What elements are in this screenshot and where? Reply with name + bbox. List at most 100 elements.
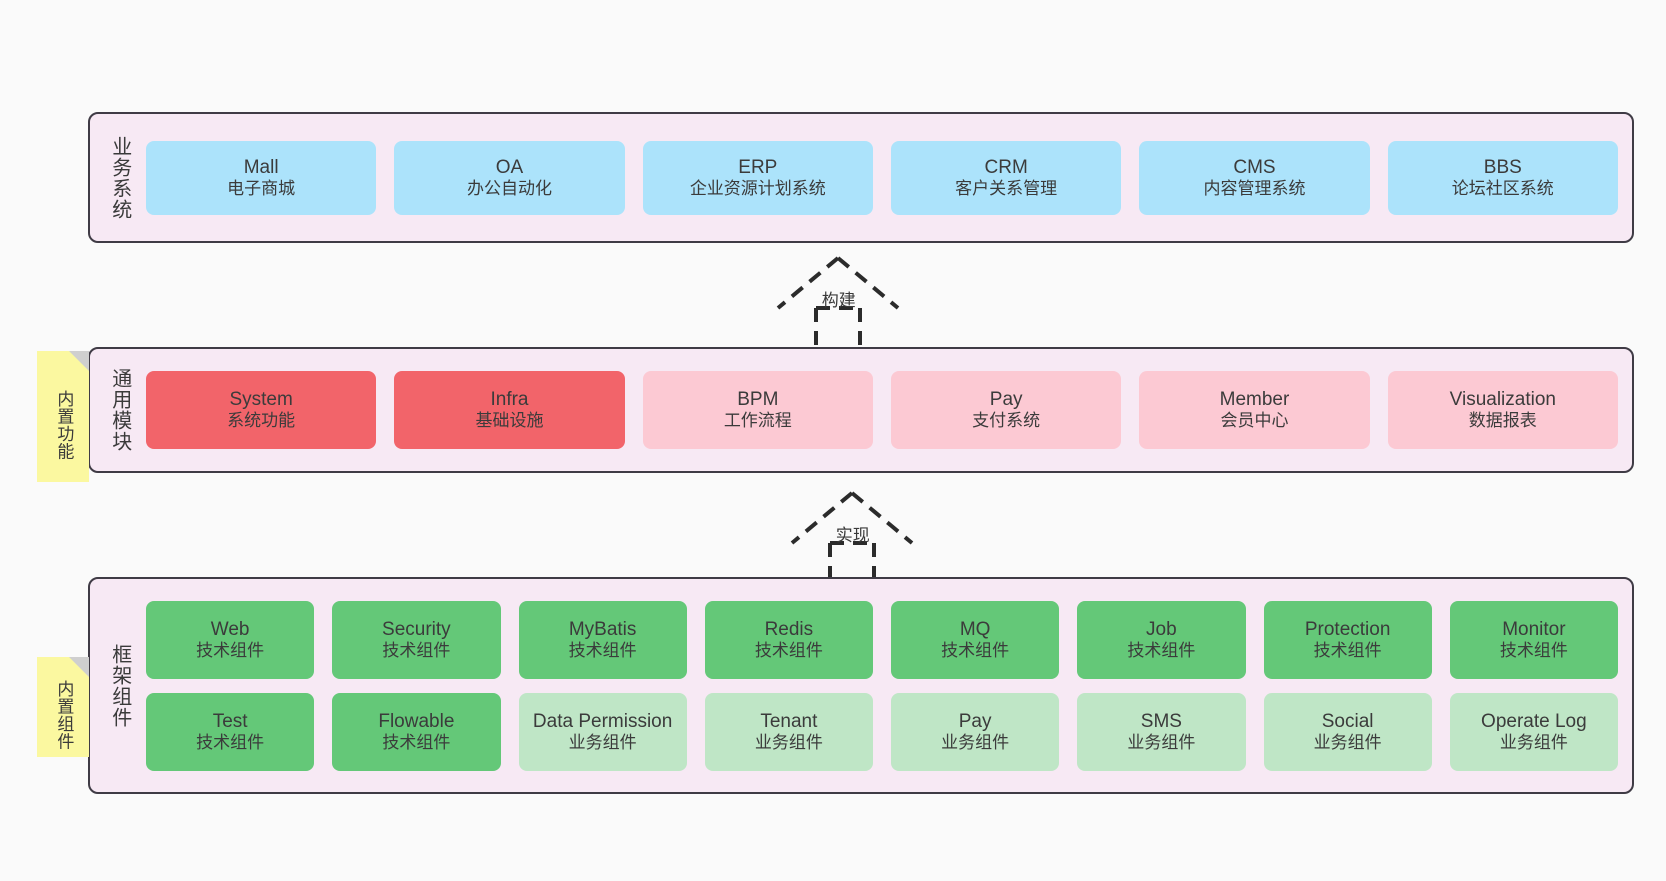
card-cms[interactable]: CMS 内容管理系统	[1139, 140, 1370, 215]
card-test[interactable]: Test 技术组件	[146, 692, 315, 771]
card-oa[interactable]: OA 办公自动化	[394, 140, 625, 215]
card-subtitle: 论坛社区系统	[1451, 178, 1554, 198]
card-title: Pay	[989, 389, 1023, 411]
card-infra[interactable]: Infra 基础设施	[394, 371, 625, 449]
card-monitor[interactable]: Monitor 技术组件	[1449, 600, 1618, 679]
card-protection[interactable]: Protection 技术组件	[1263, 600, 1432, 679]
card-subtitle: 业务组件	[941, 732, 1010, 752]
sticky-note-builtin-components[interactable]: 内置组件	[37, 657, 89, 757]
card-system[interactable]: System 系统功能	[146, 371, 377, 449]
card-subtitle: 支付系统	[972, 411, 1041, 431]
card-subtitle: 技术组件	[941, 640, 1010, 660]
card-title: CRM	[984, 156, 1028, 178]
folded-corner-icon	[69, 657, 89, 677]
card-title: OA	[495, 156, 524, 178]
card-subtitle: 业务组件	[1313, 732, 1382, 752]
card-subtitle: 内容管理系统	[1203, 178, 1306, 198]
card-job[interactable]: Job 技术组件	[1077, 600, 1246, 679]
card-subtitle: 电子商城	[227, 178, 296, 198]
card-title: Test	[212, 710, 248, 732]
card-subtitle: 系统功能	[227, 411, 296, 431]
sticky-note-label: 内置组件	[54, 680, 74, 750]
layer-framework-components: 框架组件 Web 技术组件 Security 技术组件 MyBatis 技术组件…	[88, 577, 1634, 794]
card-title: Pay	[958, 710, 992, 732]
card-subtitle: 技术组件	[568, 640, 637, 660]
card-pay-component[interactable]: Pay 业务组件	[891, 692, 1060, 771]
card-subtitle: 技术组件	[382, 640, 451, 660]
sticky-note-builtin-functions[interactable]: 内置功能	[37, 351, 89, 482]
card-title: MyBatis	[568, 618, 637, 640]
layer-title-business: 业务系统	[108, 135, 131, 220]
arrow-build-icon	[776, 256, 900, 348]
card-title: Visualization	[1449, 389, 1556, 411]
card-subtitle: 技术组件	[1127, 640, 1196, 660]
card-security[interactable]: Security 技术组件	[332, 600, 501, 679]
arrow-implement: 实现	[762, 487, 942, 583]
card-flowable[interactable]: Flowable 技术组件	[332, 692, 501, 771]
card-subtitle: 技术组件	[754, 640, 823, 660]
card-erp[interactable]: ERP 企业资源计划系统	[642, 140, 873, 215]
card-title: Security	[382, 618, 451, 640]
card-bpm[interactable]: BPM 工作流程	[642, 371, 873, 449]
card-title: BPM	[737, 389, 779, 411]
card-mall[interactable]: Mall 电子商城	[146, 140, 377, 215]
card-tenant[interactable]: Tenant 业务组件	[704, 692, 873, 771]
card-title: Flowable	[378, 710, 455, 732]
card-title: Tenant	[760, 710, 818, 732]
card-title: Redis	[764, 618, 814, 640]
card-subtitle: 工作流程	[723, 411, 792, 431]
card-bbs[interactable]: BBS 论坛社区系统	[1387, 140, 1618, 215]
card-sms[interactable]: SMS 业务组件	[1077, 692, 1246, 771]
card-subtitle: 企业资源计划系统	[689, 178, 826, 198]
card-subtitle: 会员中心	[1220, 411, 1289, 431]
card-visualization[interactable]: Visualization 数据报表	[1387, 371, 1618, 449]
card-title: Data Permission	[532, 710, 673, 732]
sticky-note-label: 内置功能	[54, 389, 74, 460]
layer-title-modules: 通用模块	[108, 368, 131, 452]
card-social[interactable]: Social 业务组件	[1263, 692, 1432, 771]
card-subtitle: 技术组件	[382, 732, 451, 752]
arrow-build-label: 构建	[821, 291, 856, 310]
layer-common-modules: 通用模块 System 系统功能 Infra 基础设施 BPM 工作流程 Pay…	[88, 347, 1634, 473]
card-redis[interactable]: Redis 技术组件	[704, 600, 873, 679]
card-data-permission[interactable]: Data Permission 业务组件	[518, 692, 687, 771]
card-subtitle: 业务组件	[1499, 732, 1568, 752]
card-operate-log[interactable]: Operate Log 业务组件	[1449, 692, 1618, 771]
layer-body-business: Mall 电子商城 OA 办公自动化 ERP 企业资源计划系统 CRM 客户关系…	[146, 114, 1632, 241]
card-mybatis[interactable]: MyBatis 技术组件	[518, 600, 687, 679]
card-member[interactable]: Member 会员中心	[1139, 371, 1370, 449]
card-mq[interactable]: MQ 技术组件	[891, 600, 1060, 679]
card-title: Member	[1219, 389, 1290, 411]
card-subtitle: 业务组件	[568, 732, 637, 752]
layer-body-framework: Web 技术组件 Security 技术组件 MyBatis 技术组件 Redi…	[146, 579, 1632, 792]
card-subtitle: 业务组件	[754, 732, 823, 752]
card-title: Operate Log	[1481, 710, 1587, 732]
folded-corner-icon	[69, 351, 89, 371]
card-pay-module[interactable]: Pay 支付系统	[890, 371, 1122, 449]
card-web[interactable]: Web 技术组件	[146, 600, 315, 679]
card-crm[interactable]: CRM 客户关系管理	[890, 140, 1122, 215]
card-title: Mall	[243, 156, 279, 178]
card-subtitle: 技术组件	[1313, 640, 1382, 660]
card-title: Job	[1146, 618, 1177, 640]
card-row: System 系统功能 Infra 基础设施 BPM 工作流程 Pay 支付系统…	[146, 371, 1618, 449]
card-title: ERP	[738, 156, 778, 178]
card-row: Mall 电子商城 OA 办公自动化 ERP 企业资源计划系统 CRM 客户关系…	[146, 140, 1618, 215]
arrow-implement-label: 实现	[835, 526, 870, 545]
card-subtitle: 业务组件	[1127, 732, 1196, 752]
layer-body-modules: System 系统功能 Infra 基础设施 BPM 工作流程 Pay 支付系统…	[146, 349, 1632, 471]
card-title: Web	[210, 618, 250, 640]
card-title: Protection	[1304, 618, 1391, 640]
arrow-implement-icon	[790, 491, 914, 583]
card-row: Test 技术组件 Flowable 技术组件 Data Permission …	[146, 692, 1618, 771]
card-subtitle: 办公自动化	[466, 178, 552, 198]
card-title: CMS	[1233, 156, 1276, 178]
arrow-build: 构建	[748, 252, 928, 348]
card-row: Web 技术组件 Security 技术组件 MyBatis 技术组件 Redi…	[146, 600, 1618, 679]
card-subtitle: 技术组件	[196, 732, 265, 752]
layer-title-framework: 框架组件	[108, 643, 131, 728]
card-subtitle: 技术组件	[196, 640, 265, 660]
card-subtitle: 基础设施	[475, 411, 544, 431]
card-subtitle: 技术组件	[1499, 640, 1568, 660]
